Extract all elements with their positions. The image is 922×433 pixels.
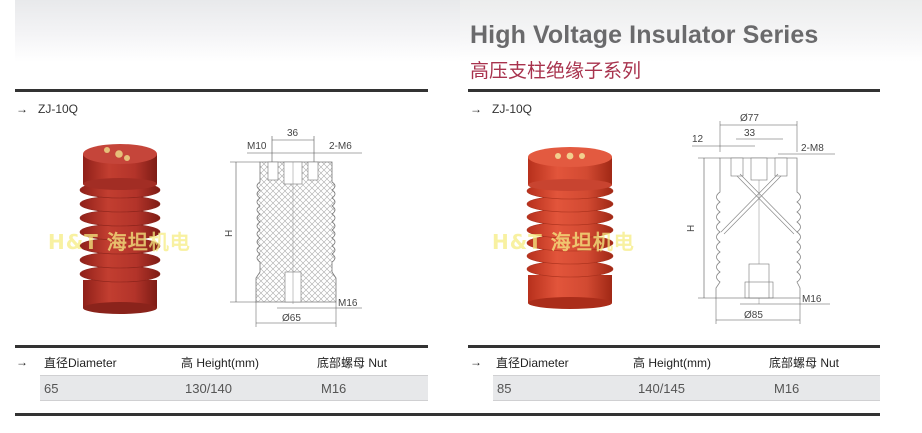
header-background-left (15, 0, 460, 62)
product-model-label: → ZJ-10Q (16, 102, 78, 116)
dim-diameter: Ø65 (282, 313, 301, 324)
arrow-right-icon: → (470, 355, 482, 369)
page-subtitle-chinese: 高压支柱绝缘子系列 (470, 60, 642, 82)
technical-drawing: 36 M10 2-M6 H M16 Ø65 (224, 128, 362, 327)
dim-offset: 12 (692, 134, 704, 145)
cell-diameter: 65 (44, 380, 59, 396)
dim-bottom-thread: M16 (338, 298, 358, 309)
spec-table-header: → 直径Diameter 高 Height(mm) 底部螺母 Nut (16, 353, 428, 371)
cell-diameter: 85 (497, 380, 512, 396)
spec-divider-left-top (15, 345, 428, 348)
header-diameter: 直径Diameter (44, 355, 117, 370)
header-nut: 底部螺母 Nut (769, 355, 840, 370)
page-title: High Voltage Insulator Series (470, 21, 819, 49)
dim-top-left-thread: M10 (247, 141, 267, 152)
spec-table-header: → 直径Diameter 高 Height(mm) 底部螺母 Nut (470, 353, 880, 371)
cell-height: 140/145 (638, 380, 685, 396)
model-name: ZJ-10Q (38, 102, 79, 116)
product-model-label: → ZJ-10Q (470, 102, 532, 116)
header-height: 高 Height(mm) (633, 355, 712, 370)
technical-drawing: Ø77 33 12 2-M8 H M16 Ø85 (686, 113, 835, 324)
spec-divider-left-bottom (15, 413, 460, 416)
insulator-photo (526, 147, 614, 309)
cell-nut: M16 (774, 380, 800, 396)
dim-bottom-thread: M16 (802, 294, 822, 305)
dim-diameter: Ø85 (744, 310, 763, 321)
watermark: H&T 海坦机电 (492, 230, 635, 254)
dim-hole-spacing: 36 (287, 128, 299, 139)
dim-top-right-thread: 2-M8 (801, 143, 824, 154)
dim-height: H (224, 230, 235, 237)
cell-nut: M16 (321, 380, 347, 396)
header-nut: 底部螺母 Nut (317, 355, 388, 370)
dim-top-diameter: Ø77 (740, 113, 759, 124)
arrow-right-icon: → (470, 102, 482, 116)
arrow-right-icon: → (16, 102, 28, 116)
header-height: 高 Height(mm) (181, 355, 260, 370)
spec-divider-right-bottom (460, 413, 880, 416)
arrow-right-icon: → (16, 355, 28, 369)
cell-height: 130/140 (185, 380, 232, 396)
header-diameter: 直径Diameter (496, 355, 569, 370)
spec-table-row: 65 130/140 M16 (40, 375, 428, 401)
dim-top-right-thread: 2-M6 (329, 141, 352, 152)
model-name: ZJ-10Q (492, 102, 533, 116)
spec-table-row: 85 140/145 M16 (493, 375, 880, 401)
section-divider-right-top (468, 89, 880, 92)
watermark: H&T 海坦机电 (48, 230, 191, 254)
dim-height: H (686, 225, 697, 232)
section-divider-left-top (15, 89, 428, 92)
spec-divider-right-top (468, 345, 880, 348)
header-background-right (460, 0, 922, 62)
dim-hole-spacing: 33 (744, 128, 756, 139)
insulator-photo (79, 144, 161, 314)
